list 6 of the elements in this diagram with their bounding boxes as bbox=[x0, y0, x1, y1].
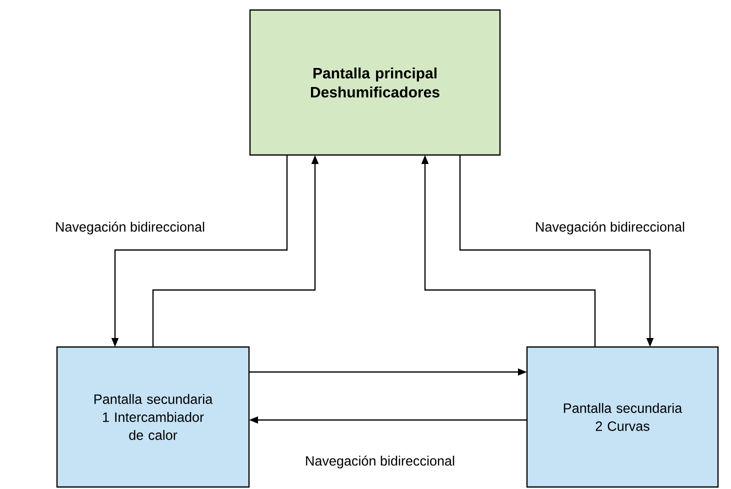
navigation-note: Navegación bidireccional bbox=[536, 222, 684, 234]
screen-box: Pantalla secundaria 1 Intercambiador de calor bbox=[56, 346, 250, 488]
navigation-note: Navegación bidireccional bbox=[56, 222, 204, 234]
navigation-note: Navegación bidireccional bbox=[306, 456, 454, 468]
screen-box: Pantalla secundaria 2 Curvas bbox=[526, 346, 719, 488]
screen-box: Pantalla principal Deshumificadores bbox=[249, 9, 501, 156]
